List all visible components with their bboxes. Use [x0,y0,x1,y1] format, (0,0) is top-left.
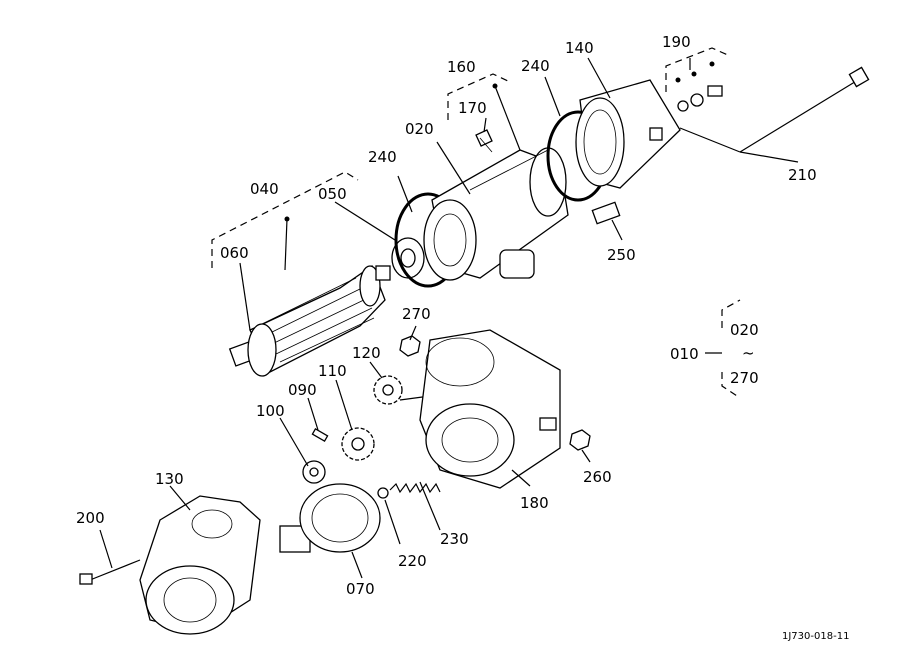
label-120: 120 [352,344,381,362]
label-220: 220 [398,552,427,570]
bolt-250 [591,201,621,225]
through-bolt [739,66,870,153]
callout-dots [284,61,715,222]
label-270-range-end: 270 [730,369,759,387]
label-170: 170 [458,99,487,117]
label-200: 200 [76,509,105,527]
screw-170 [475,129,493,153]
spring-230 [389,482,441,494]
group-brackets [211,47,741,399]
label-040: 040 [250,180,279,198]
pin-090 [311,428,329,442]
front-housing-130 [139,495,261,635]
label-160: 160 [447,58,476,76]
label-270: 270 [402,305,431,323]
gear-120 [373,375,403,405]
small-parts-190 [677,85,723,112]
part-labels: 010 020 ~ 270 020 040 050 060 070 090 10… [76,33,817,598]
label-010: 010 [670,345,699,363]
armature-part [228,264,391,377]
label-250: 250 [607,246,636,264]
end-frame-part [575,79,681,189]
gear-110 [341,427,375,461]
housing-180 [419,329,561,489]
label-260: 260 [583,468,612,486]
label-240-right: 240 [521,57,550,75]
terminal-260 [539,417,591,451]
retainer-100 [302,460,326,484]
label-210: 210 [788,166,817,184]
label-130: 130 [155,470,184,488]
label-020-range-start: 020 [730,321,759,339]
label-020: 020 [405,120,434,138]
ball-220 [377,487,389,499]
label-070: 070 [346,580,375,598]
label-190: 190 [662,33,691,51]
label-140: 140 [565,39,594,57]
label-050: 050 [318,185,347,203]
bolt-200 [79,559,141,585]
label-110: 110 [318,362,347,380]
label-range-tilde: ~ [742,344,755,362]
label-090: 090 [288,381,317,399]
label-060: 060 [220,244,249,262]
label-100: 100 [256,402,285,420]
leader-lines [99,57,799,579]
label-230: 230 [440,530,469,548]
drawing-code: 1J730-018-11 [782,631,849,642]
label-180: 180 [520,494,549,512]
label-240-left: 240 [368,148,397,166]
yoke-part [423,147,569,281]
clutch-070 [279,483,381,553]
